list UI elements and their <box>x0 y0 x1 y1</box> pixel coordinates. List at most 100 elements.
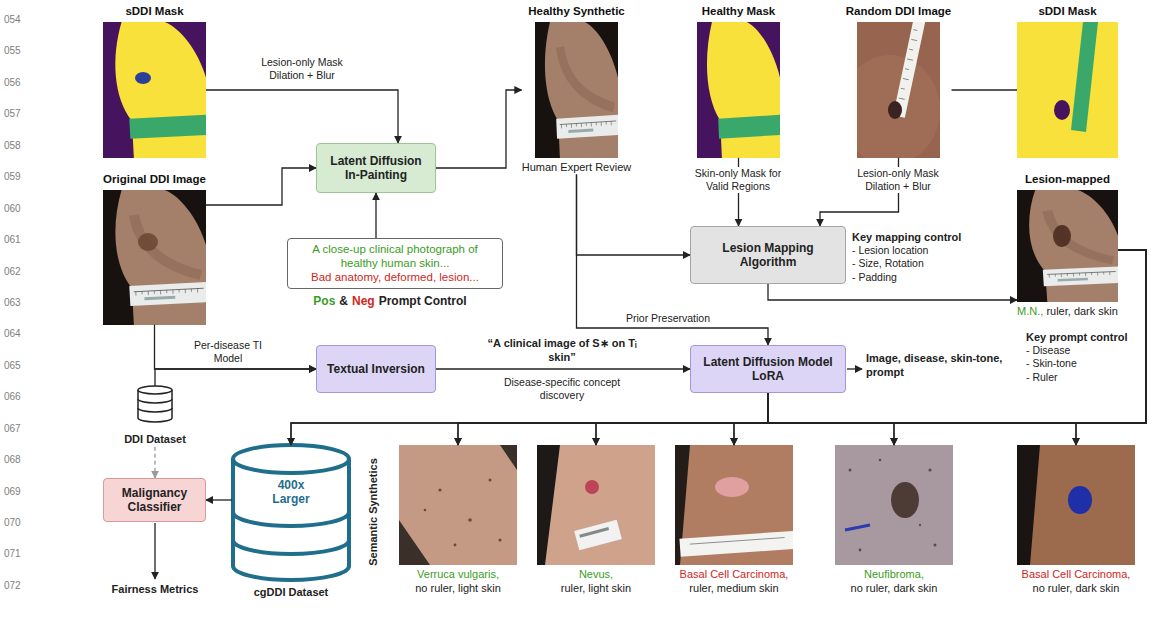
process-box: Latent Diffusion In-Painting <box>316 143 436 193</box>
side-heading: Semantic Synthetics <box>367 458 379 566</box>
image-caption: Basal Cell Carcinoma, <box>680 568 789 582</box>
image-node: Verruca vulgaris,no ruler, light skin <box>399 445 517 596</box>
process-box: Latent Diffusion Model LoRA <box>690 345 846 393</box>
line-number: 069 <box>4 486 30 497</box>
image-area <box>535 22 618 158</box>
image-node: Basal Cell Carcinoma,ruler, medium skin <box>675 445 793 596</box>
mapping-control-note: - Padding <box>852 271 1002 284</box>
skin-photo <box>535 22 620 158</box>
image-heading: Random DDI Image <box>846 5 951 22</box>
prompt-control-note: Prompt Control <box>379 294 467 308</box>
line-number: 065 <box>4 360 30 371</box>
edge-label: Lesion-only Mask Dilation + Blur <box>846 167 950 193</box>
image-area <box>1017 22 1118 158</box>
image-area <box>857 22 940 158</box>
concept-note: Disease-specific concept discovery <box>497 376 627 402</box>
line-number: 061 <box>4 234 30 245</box>
skin-photo <box>537 445 655 565</box>
edge-label: Skin-only Mask for Valid Regions <box>686 167 790 193</box>
output-arrow <box>847 368 862 369</box>
prompt-control-note: Pos <box>313 294 335 308</box>
line-number: 059 <box>4 171 30 182</box>
connector <box>375 193 376 238</box>
image-area <box>103 22 206 158</box>
image-area <box>1017 190 1118 302</box>
dataset-cylinder <box>233 445 349 580</box>
edge-label: Prior Preservation <box>608 312 728 325</box>
connector <box>155 369 316 386</box>
line-number: 057 <box>4 108 30 119</box>
prompt-control-note: Neg <box>352 294 375 308</box>
image-caption: Human Expert Review <box>522 161 631 175</box>
image-node: Neufibroma,no ruler, dark skin <box>835 445 953 596</box>
label-group: Key mapping control- Lesion location- Si… <box>852 230 1002 284</box>
image-caption: no ruler, light skin <box>415 582 501 596</box>
image-area <box>537 445 655 565</box>
image-node: Random DDI Image <box>846 5 952 158</box>
image-node: Lesion-mappedM.N.,ruler, dark skin <box>1017 173 1118 319</box>
connector <box>734 393 768 445</box>
edge-label: “A clinical image of S∗ on Tᵢ skin” <box>477 337 647 365</box>
image-heading: sDDI Mask <box>125 5 183 22</box>
line-number: 055 <box>4 45 30 56</box>
connector <box>952 89 1018 90</box>
skin-photo <box>1017 190 1120 302</box>
metrics-arrow <box>154 523 155 579</box>
skin-photo <box>1017 445 1135 565</box>
box-label: Lesion Mapping Algorithm <box>699 241 837 270</box>
connector <box>577 175 691 256</box>
image-node: Nevus,ruler, light skin <box>537 445 655 596</box>
process-box: Textual Inversion <box>316 345 436 393</box>
image-caption: DDI Dataset <box>124 433 186 447</box>
mapping-control-note: - Lesion location <box>852 244 1002 257</box>
connector <box>1076 250 1146 445</box>
image-area <box>1017 445 1135 565</box>
connector <box>768 393 1076 445</box>
box-label: Textual Inversion <box>327 362 425 376</box>
connector <box>596 393 768 445</box>
image-node: sDDI Mask <box>103 5 206 158</box>
box-label: Latent Diffusion Model LoRA <box>699 355 837 384</box>
line-number: 062 <box>4 266 30 277</box>
connector <box>458 393 768 445</box>
image-caption: Neufibroma, <box>864 568 924 582</box>
box-label: A close-up clinical photograph of health… <box>296 243 494 271</box>
image-heading: Lesion-mapped <box>1025 173 1110 190</box>
prompt-key-note: - Skin-tone <box>1026 357 1140 370</box>
trainable-icon <box>195 345 843 494</box>
image-node: Healthy Mask <box>697 5 780 158</box>
image-area <box>697 22 780 158</box>
image-heading: Original DDI Image <box>103 173 206 190</box>
image-caption: ruler, dark skin <box>1046 305 1118 319</box>
image-area <box>399 445 517 565</box>
caption-row: M.N.,ruler, dark skin <box>1017 305 1118 319</box>
image-caption: no ruler, dark skin <box>851 582 938 596</box>
line-number: 071 <box>4 548 30 559</box>
connector <box>436 90 522 168</box>
image-caption: M.N., <box>1017 305 1043 319</box>
line-number: 072 <box>4 580 30 591</box>
box-label: Bad anatomy, deformed, lesion... <box>311 271 479 285</box>
mask-image <box>1017 22 1118 158</box>
line-number: 070 <box>4 517 30 528</box>
label-group: Pos&NegPrompt Control <box>280 294 500 308</box>
line-number: 063 <box>4 297 30 308</box>
image-node: Healthy SyntheticHuman Expert Review <box>522 5 632 175</box>
box-label: Latent Diffusion In-Painting <box>325 154 427 183</box>
image-node: Basal Cell Carcinoma,no ruler, dark skin <box>1017 445 1135 596</box>
output-note: Image, disease, skin-tone, prompt <box>866 352 1006 380</box>
connector <box>206 499 232 500</box>
image-heading: sDDI Mask <box>1038 5 1096 22</box>
image-caption: ruler, light skin <box>561 582 631 596</box>
edge-label: Lesion-only Mask Dilation + Blur <box>246 56 358 82</box>
prompt-key-note: - Ruler <box>1026 371 1140 384</box>
line-number: 064 <box>4 328 30 339</box>
prompt-key-note: - Disease <box>1026 344 1140 357</box>
line-number: 067 <box>4 423 30 434</box>
image-node: 400x LargercgDDI Dataset <box>232 445 350 600</box>
connector <box>154 447 155 478</box>
process-box: A close-up clinical photograph of health… <box>287 238 503 289</box>
image-caption: cgDDI Dataset <box>254 586 329 600</box>
